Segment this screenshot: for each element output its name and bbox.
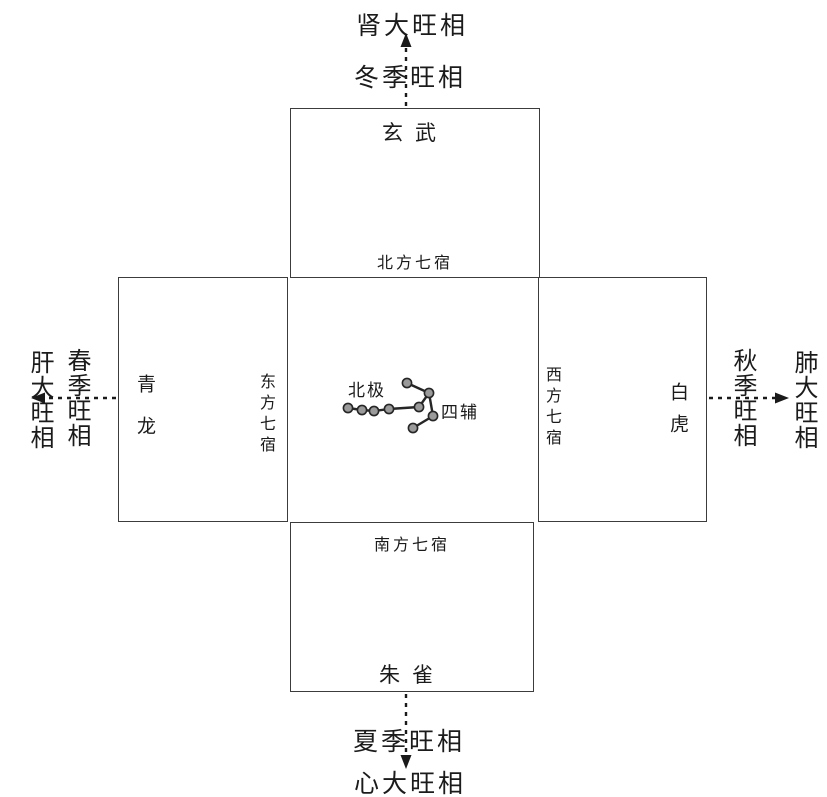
left-organ-label: 肝大旺相 [26, 350, 54, 450]
star [413, 401, 425, 413]
star [423, 387, 435, 399]
north-title: 玄武 [382, 121, 448, 145]
bottom-season-label: 夏季旺相 [352, 727, 466, 756]
west-title: 白虎 [667, 382, 689, 446]
center-pole-label: 北极 [348, 381, 386, 401]
top-season-label: 冬季旺相 [353, 63, 467, 92]
star [356, 404, 368, 416]
season-arrow-right [709, 392, 789, 404]
top-organ-label: 肾大旺相 [355, 11, 469, 40]
north-box [290, 108, 540, 278]
center-pole-figure [342, 377, 439, 434]
west-group-label: 西方七宿 [543, 366, 562, 450]
season-arrow-up [400, 33, 412, 106]
right-organ-label: 肺大旺相 [790, 350, 818, 450]
west-box [538, 277, 707, 522]
east-group-label: 东方七宿 [257, 373, 276, 457]
star [427, 410, 439, 422]
south-group-label: 南方七宿 [373, 535, 450, 554]
season-arrow-down [400, 694, 412, 769]
star [383, 403, 395, 415]
season-arrow-left [31, 392, 116, 404]
left-season-label: 春季旺相 [63, 348, 91, 448]
star [401, 377, 413, 389]
east-box [118, 277, 288, 522]
star [407, 422, 419, 434]
south-box [290, 522, 534, 692]
bottom-organ-label: 心大旺相 [353, 769, 467, 797]
center-aux-label: 四辅 [441, 403, 479, 423]
north-group-label: 北方七宿 [376, 253, 453, 272]
right-season-label: 秋季旺相 [729, 348, 757, 448]
star [368, 405, 380, 417]
star [342, 402, 354, 414]
south-title: 朱雀 [379, 663, 445, 687]
east-title: 青龙 [134, 374, 156, 458]
